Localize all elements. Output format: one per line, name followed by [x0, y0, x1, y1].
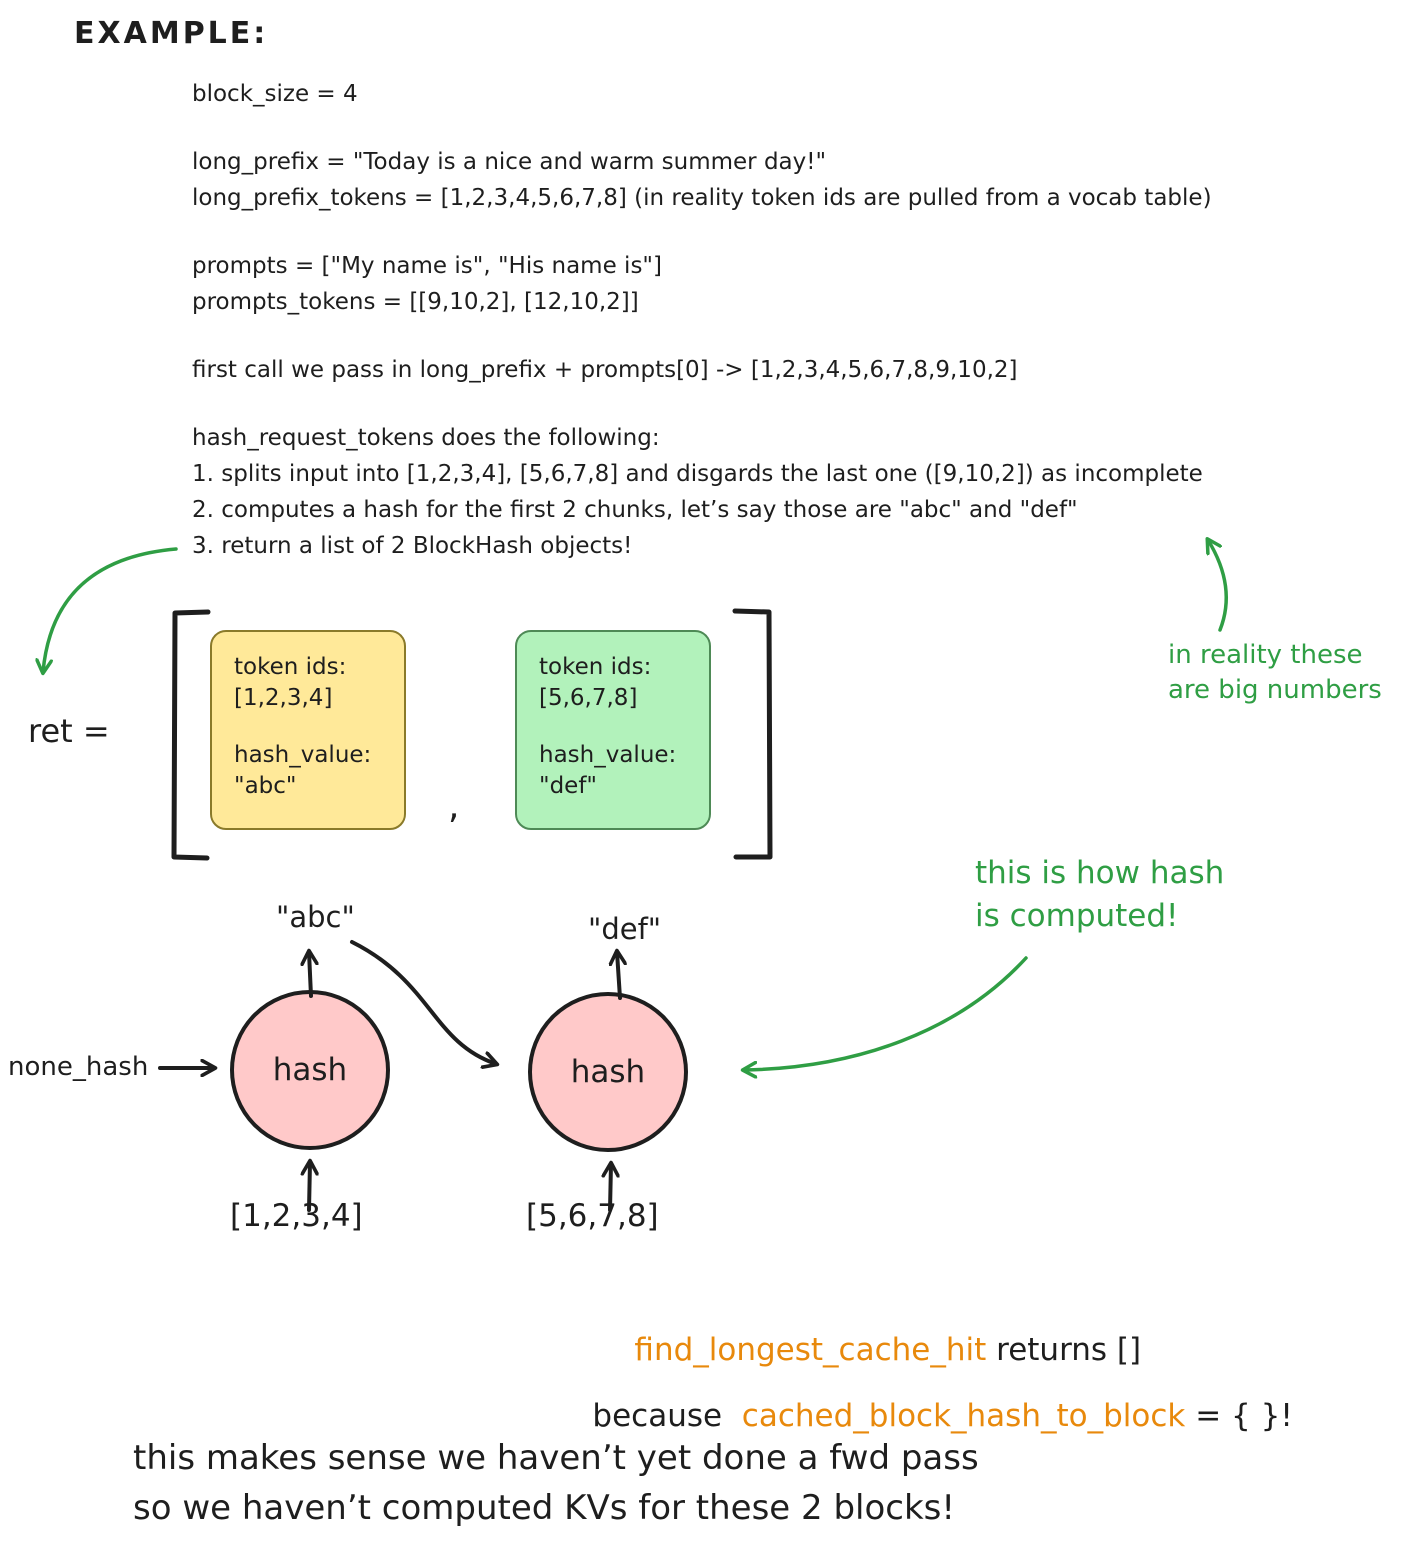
cache-hit-reason-line: because cached_block_hash_to_block = { }… [553, 1362, 1293, 1470]
arrow-step3-to-ret [43, 547, 178, 672]
card-spacer [234, 714, 404, 740]
hash-output-abc-label: "abc" [276, 900, 355, 934]
code-line-step-3: 3. return a list of 2 BlockHash objects! [192, 533, 633, 559]
code-block: block_size = 4 long_prefix = "Today is a… [192, 76, 1212, 564]
card-spacer [539, 714, 709, 740]
code-line-hash-request: hash_request_tokens does the following: [192, 425, 660, 451]
page-title: EXAMPLE: [74, 16, 269, 51]
annotation-line: this is how hash [975, 855, 1225, 891]
closing-note-line-1: this makes sense we haven’t yet done a f… [133, 1438, 979, 1478]
annotation-line: is computed! [975, 898, 1179, 934]
ret-label: ret = [28, 712, 110, 750]
code-line-step-2: 2. computes a hash for the first 2 chunk… [192, 497, 1078, 523]
cached-block-hash-var: cached_block_hash_to_block [741, 1398, 1186, 1434]
card-field-token-ids: token ids: [234, 654, 347, 680]
code-line-block-size: block_size = 4 [192, 81, 358, 107]
annotation-line: are big numbers [1168, 675, 1382, 705]
arrow-hash-computed-note [744, 956, 1028, 1070]
tokens-input-1-label: [1,2,3,4] [230, 1198, 363, 1234]
tokens-input-2-label: [5,6,7,8] [526, 1198, 659, 1234]
closing-note-line-2: so we haven’t computed KVs for these 2 b… [133, 1488, 956, 1528]
code-line-step-1: 1. splits input into [1,2,3,4], [5,6,7,8… [192, 461, 1203, 487]
code-line-first-call: first call we pass in long_prefix + prom… [192, 357, 1018, 383]
annotation-hash-computed: this is how hash is computed! [975, 852, 1224, 938]
card-value-token-ids: [5,6,7,8] [539, 685, 638, 711]
empty-dict-text: = { }! [1185, 1398, 1293, 1434]
card-field-hash-value: hash_value: [539, 742, 677, 768]
because-text: because [592, 1398, 742, 1434]
find-longest-cache-hit-fn: find_longest_cache_hit [634, 1332, 987, 1368]
hash-node-label: hash [272, 1052, 348, 1088]
code-line-long-prefix-tokens: long_prefix_tokens = [1,2,3,4,5,6,7,8] (… [192, 185, 1212, 211]
arrow-hash2-to-def [617, 952, 620, 1000]
list-comma: , [448, 786, 460, 827]
card-value-hash-value: "abc" [234, 773, 297, 799]
code-line-long-prefix: long_prefix = "Today is a nice and warm … [192, 149, 827, 175]
hash-node-2: hash [528, 992, 688, 1152]
code-line-prompts-tokens: prompts_tokens = [[9,10,2], [12,10,2]] [192, 289, 639, 315]
returns-text: returns [] [986, 1332, 1142, 1368]
hash-output-def-label: "def" [588, 912, 662, 946]
blockhash-card-def: token ids: [5,6,7,8] hash_value: "def" [515, 630, 711, 830]
card-value-token-ids: [1,2,3,4] [234, 685, 333, 711]
bracket-right [732, 608, 773, 860]
annotation-big-numbers: in reality these are big numbers [1168, 638, 1382, 708]
card-value-hash-value: "def" [539, 773, 598, 799]
bracket-left [171, 609, 211, 861]
blockhash-card-abc: token ids: [1,2,3,4] hash_value: "abc" [210, 630, 406, 830]
none-hash-label: none_hash [8, 1052, 149, 1082]
annotation-line: in reality these [1168, 640, 1363, 670]
card-field-hash-value: hash_value: [234, 742, 372, 768]
hash-node-label: hash [570, 1054, 646, 1090]
card-field-token-ids: token ids: [539, 654, 652, 680]
code-line-prompts: prompts = ["My name is", "His name is"] [192, 253, 662, 279]
cache-hit-result-line: find_longest_cache_hit returns [] [595, 1296, 1141, 1404]
hash-node-1: hash [230, 990, 390, 1150]
